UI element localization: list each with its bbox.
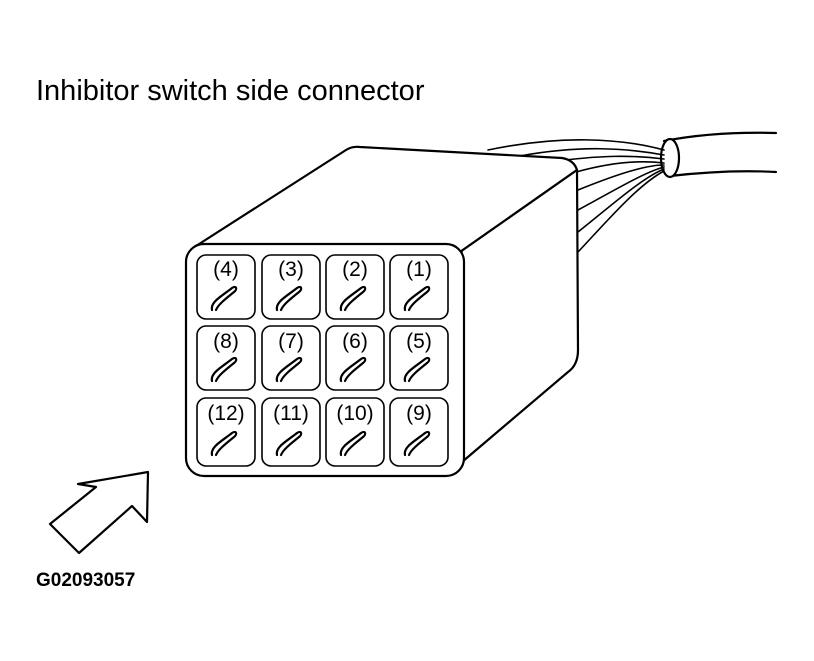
pin-label: (5) — [406, 330, 432, 353]
pin-label: (10) — [336, 402, 373, 425]
pin-label: (12) — [207, 402, 244, 425]
pin-cavity-6: (6) — [325, 325, 385, 391]
pin-cavity-1: (1) — [389, 254, 449, 320]
pin-cavity-10: (10) — [325, 397, 385, 467]
diagram-title: Inhibitor switch side connector — [36, 75, 425, 107]
pin-label: (6) — [342, 330, 368, 353]
wire-6 — [577, 166, 665, 211]
pin-cavity-4: (4) — [196, 254, 256, 320]
pin-label: (1) — [406, 258, 432, 281]
wire-2 — [519, 147, 665, 157]
pin-label: (3) — [278, 258, 304, 281]
view-direction-arrow-icon — [48, 470, 150, 555]
pin-grid: (4) (3) (2) (1) (8) (7) — [196, 254, 449, 467]
pin-label: (7) — [278, 330, 304, 353]
harness-sheath-top — [662, 131, 778, 143]
pin-cavity-12: (12) — [196, 397, 256, 467]
pin-label: (4) — [213, 258, 239, 281]
pin-label: (8) — [213, 330, 239, 353]
figure-code: G02093057 — [36, 570, 135, 591]
pin-cavity-5: (5) — [389, 325, 449, 391]
wire-5 — [577, 164, 665, 191]
connector-side-face — [458, 168, 580, 464]
wire-harness — [487, 131, 778, 253]
harness-sheath-bottom — [668, 170, 778, 178]
pin-label: (2) — [342, 258, 368, 281]
pin-label: (9) — [406, 402, 432, 425]
pin-cavity-9: (9) — [389, 397, 449, 467]
pin-label: (11) — [273, 402, 309, 425]
pin-cavity-2: (2) — [325, 254, 385, 320]
pin-cavity-8: (8) — [196, 325, 256, 391]
wire-7 — [577, 168, 665, 233]
wire-8 — [577, 170, 665, 253]
wire-1 — [487, 139, 665, 151]
pin-cavity-11: (11) — [261, 397, 321, 467]
pin-cavity-7: (7) — [261, 325, 321, 391]
wire-4 — [575, 160, 665, 173]
pin-cavity-3: (3) — [261, 254, 321, 320]
connector-top-face — [194, 145, 579, 254]
